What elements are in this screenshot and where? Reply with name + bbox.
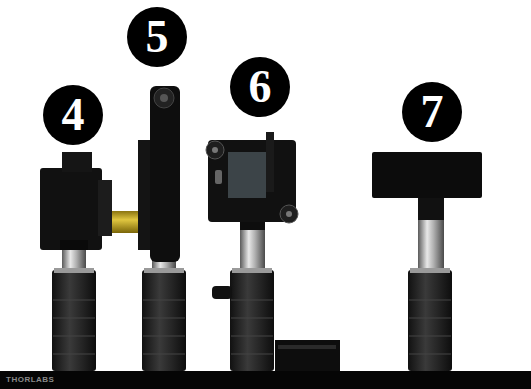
callout-number: 6 bbox=[230, 57, 290, 117]
callout-number: 5 bbox=[127, 7, 187, 67]
callout-number: 4 bbox=[43, 85, 103, 145]
component-4 bbox=[40, 152, 142, 250]
breadboard bbox=[0, 371, 531, 389]
post-holders bbox=[52, 268, 452, 371]
brand-label: THORLABS bbox=[6, 375, 54, 384]
component-7 bbox=[372, 152, 482, 220]
callout-number: 7 bbox=[402, 82, 462, 142]
component-6 bbox=[206, 132, 340, 371]
component-5 bbox=[138, 86, 180, 262]
